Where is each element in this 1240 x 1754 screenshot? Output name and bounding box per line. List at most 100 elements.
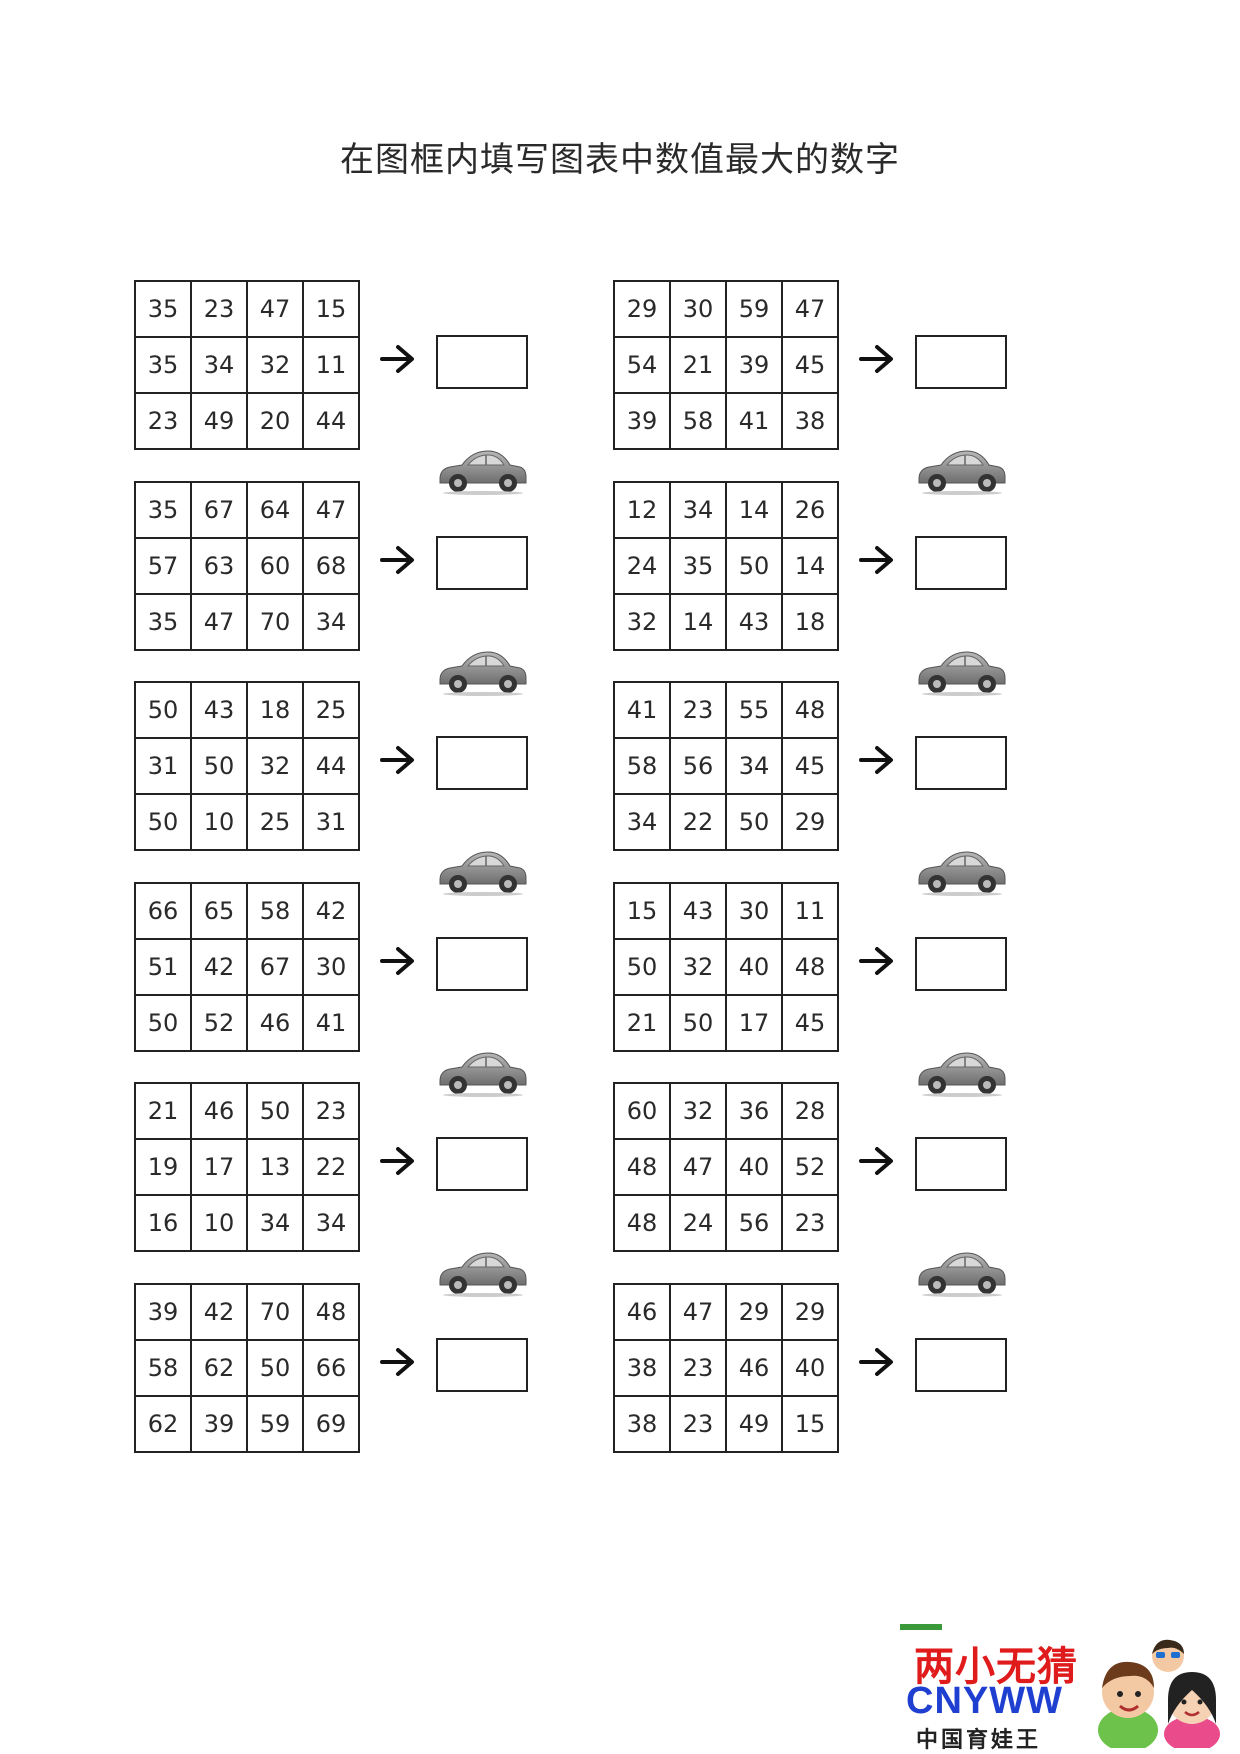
grid-cell: 50 <box>134 993 192 1052</box>
grid-cell: 32 <box>246 336 304 394</box>
answer-box[interactable] <box>436 1337 528 1392</box>
answer-box[interactable] <box>915 936 1007 991</box>
answer-box[interactable] <box>436 736 528 790</box>
grid-cell: 11 <box>781 881 839 940</box>
answer-box[interactable] <box>915 1137 1007 1191</box>
grid-cell: 52 <box>190 993 248 1052</box>
answer-box[interactable] <box>915 736 1007 790</box>
grid-cell: 21 <box>669 336 727 394</box>
grid-cell: 35 <box>669 536 727 595</box>
car-icon <box>918 450 1006 495</box>
grid-cell: 36 <box>725 1082 783 1140</box>
grid-cell: 44 <box>302 392 360 450</box>
car-icon <box>439 1051 527 1097</box>
grid-cell: 50 <box>246 1082 304 1140</box>
grid-cell: 26 <box>781 480 839 539</box>
answer-box[interactable] <box>436 535 528 590</box>
grid-cell: 23 <box>190 280 248 338</box>
grid-cell: 23 <box>669 1338 727 1397</box>
grid-cell: 69 <box>302 1394 360 1453</box>
grid-cell: 48 <box>781 937 839 996</box>
grid-cell: 35 <box>134 480 192 539</box>
grid-cell: 13 <box>246 1138 304 1196</box>
grid-cell: 18 <box>246 681 304 739</box>
car-icon <box>439 450 527 495</box>
grid-cell: 49 <box>725 1394 783 1453</box>
grid-cell: 15 <box>613 881 671 940</box>
grid-cell: 66 <box>302 1338 360 1397</box>
grid-cell: 29 <box>781 1282 839 1341</box>
answer-box[interactable] <box>915 535 1007 590</box>
grid-cell: 66 <box>134 881 192 940</box>
answer-box[interactable] <box>436 1137 528 1191</box>
car-icon <box>918 1252 1006 1297</box>
brand-logo: 两小无猜 CNYWW 中国育娃王 <box>900 1624 1230 1753</box>
answer-box[interactable] <box>436 936 528 991</box>
grid-cell: 62 <box>134 1394 192 1453</box>
answer-box[interactable] <box>915 335 1007 389</box>
answer-box[interactable] <box>436 335 528 389</box>
grid-cell: 43 <box>725 592 783 651</box>
grid-cell: 45 <box>781 336 839 394</box>
answer-box[interactable] <box>915 1337 1007 1392</box>
grid-cell: 35 <box>134 336 192 394</box>
grid-cell: 50 <box>613 937 671 996</box>
grid-cell: 28 <box>781 1082 839 1140</box>
grid-cell: 57 <box>134 536 192 595</box>
grid-cell: 41 <box>725 392 783 450</box>
grid-cell: 42 <box>190 1282 248 1341</box>
grid-cell: 34 <box>190 336 248 394</box>
grid-cell: 46 <box>246 993 304 1052</box>
grid-cell: 34 <box>613 793 671 851</box>
grid-cell: 48 <box>613 1138 671 1196</box>
grid-cell: 35 <box>134 280 192 338</box>
grid-cell: 34 <box>302 592 360 651</box>
grid-cell: 58 <box>613 737 671 795</box>
right-arrow-icon <box>380 345 414 373</box>
right-arrow-icon <box>859 1147 893 1175</box>
grid-cell: 45 <box>781 993 839 1052</box>
grid-cell: 24 <box>669 1194 727 1252</box>
grid-cell: 31 <box>134 737 192 795</box>
grid-cell: 32 <box>613 592 671 651</box>
grid-cell: 42 <box>190 937 248 996</box>
grid-cell: 34 <box>669 480 727 539</box>
grid-cell: 60 <box>613 1082 671 1140</box>
grid-cell: 23 <box>134 392 192 450</box>
grid-cell: 67 <box>246 937 304 996</box>
grid-cell: 50 <box>134 793 192 851</box>
grid-cell: 10 <box>190 793 248 851</box>
grid-cell: 25 <box>246 793 304 851</box>
grid-cell: 65 <box>190 881 248 940</box>
grid-cell: 47 <box>302 480 360 539</box>
grid-cell: 14 <box>781 536 839 595</box>
car-icon <box>439 851 527 896</box>
grid-cell: 39 <box>725 336 783 394</box>
grid-cell: 47 <box>781 280 839 338</box>
grid-cell: 40 <box>725 937 783 996</box>
